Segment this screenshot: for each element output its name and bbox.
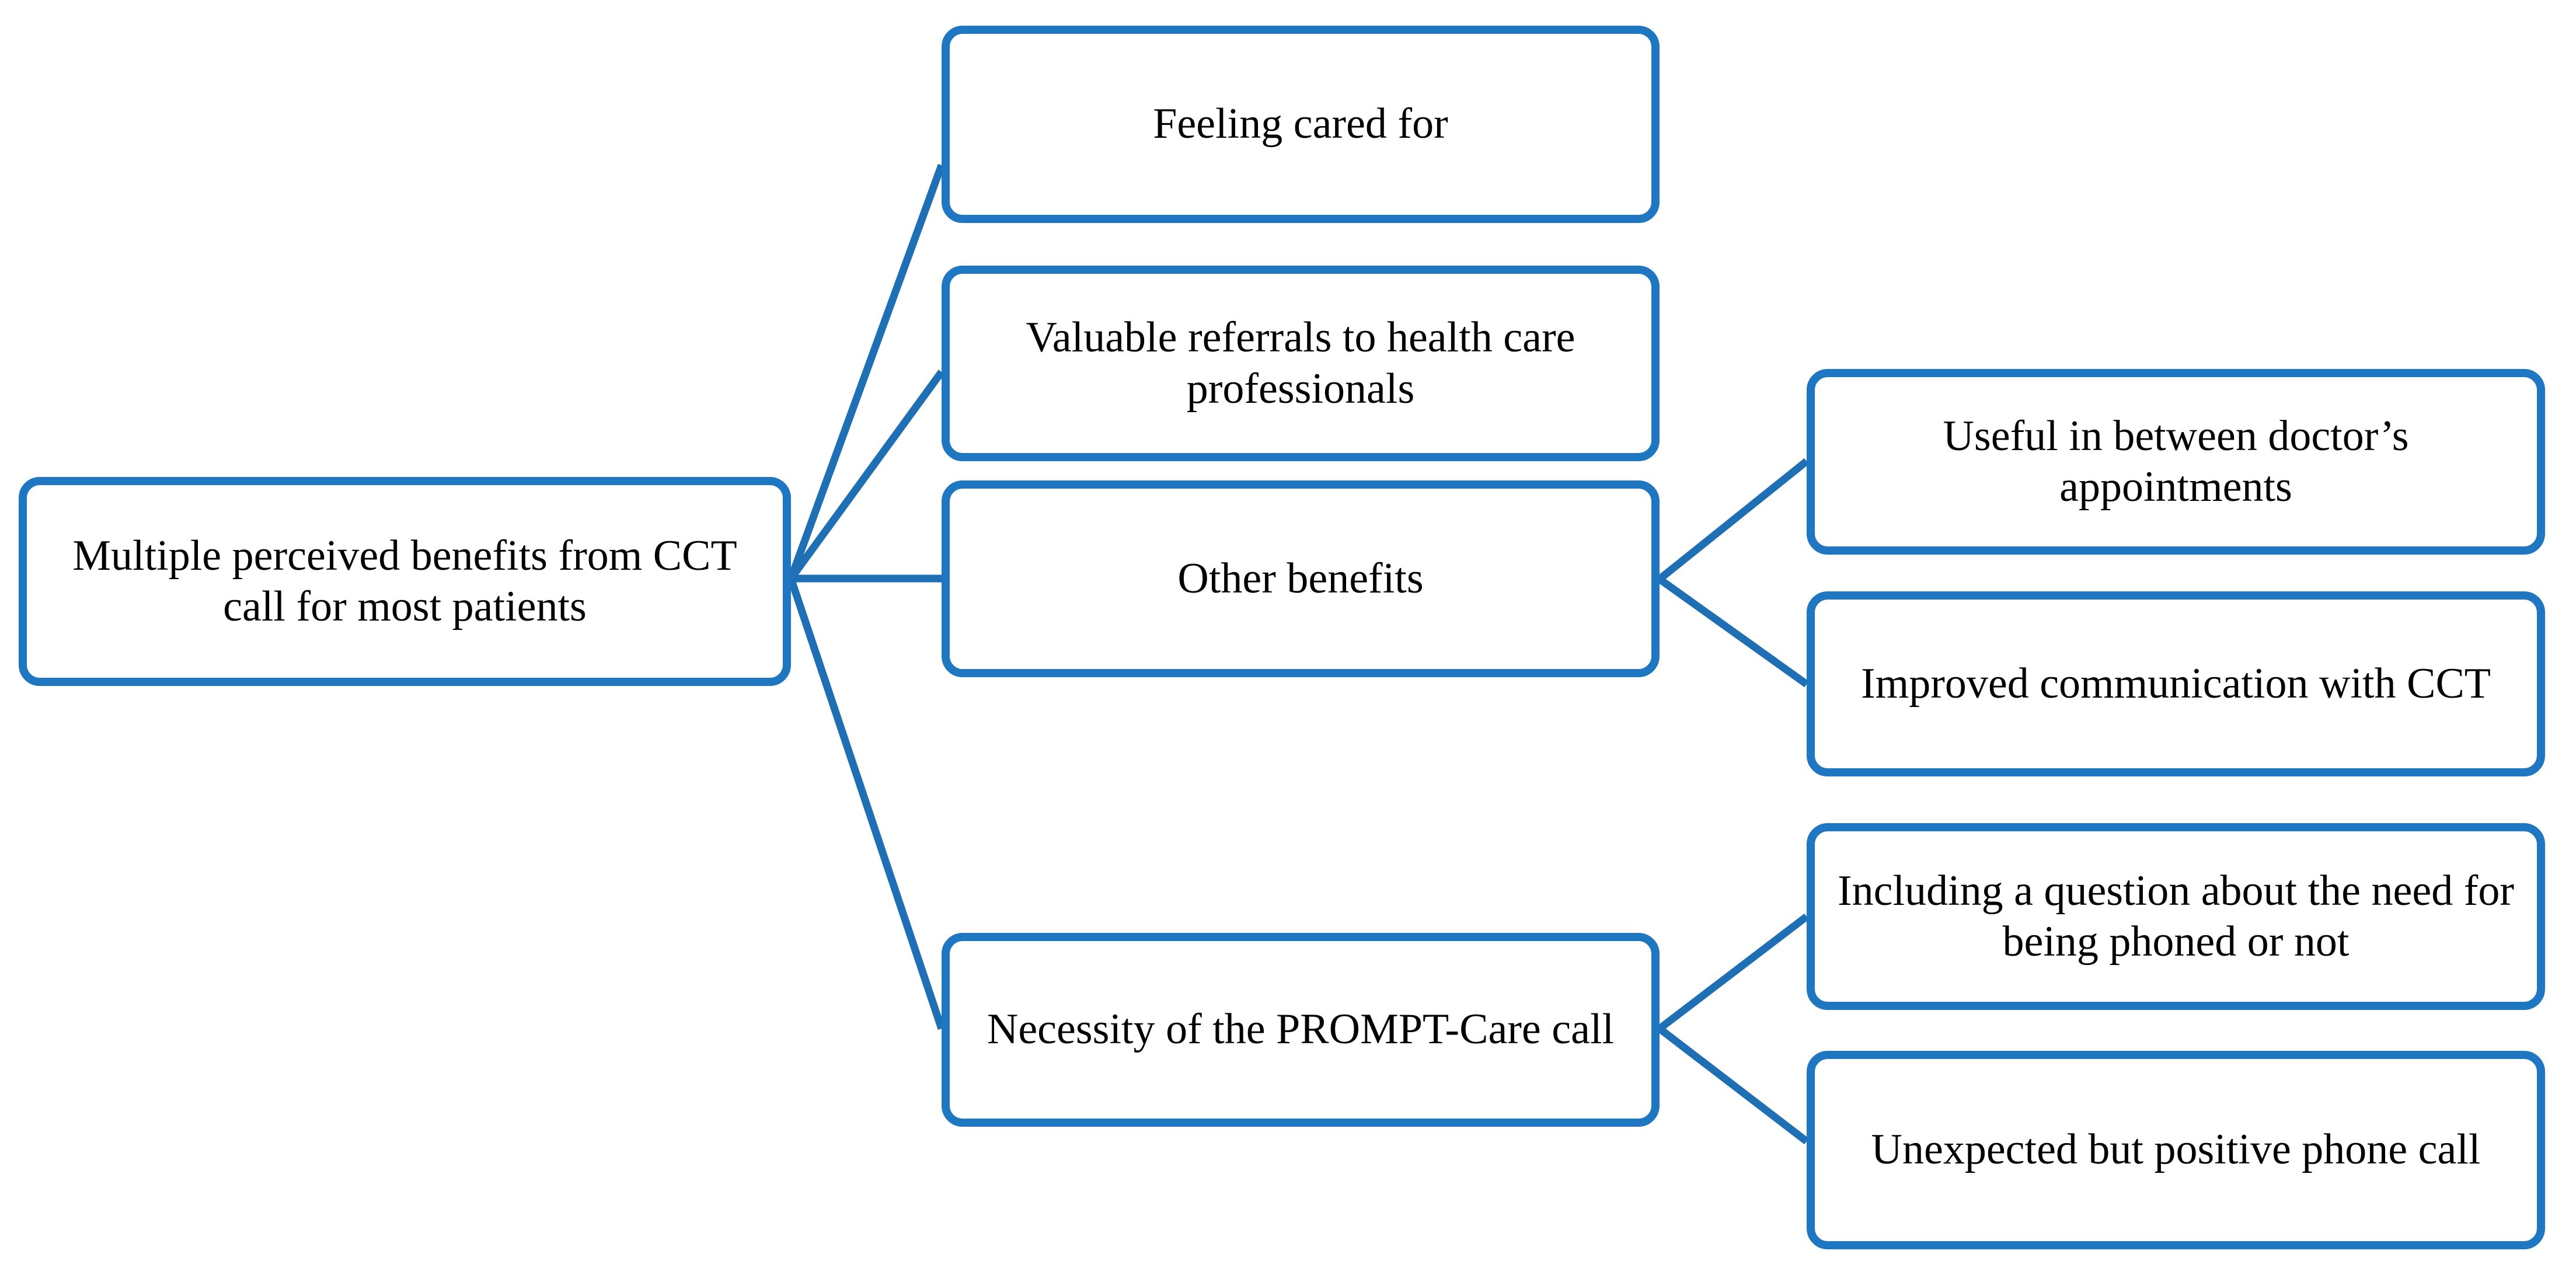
edge-necessity-to-unexpected [1657,1025,1809,1145]
node-valuable-referrals[interactable]: Valuable referrals to health care profes… [942,266,1660,461]
node-other-benefits-label: Other benefits [1177,554,1424,602]
node-feeling-cared-for-label: Feeling cared for [1153,100,1448,148]
edge-root-to-referrals [787,370,945,581]
node-necessity-prompt-care-call[interactable]: Necessity of the PROMPT-Care call [942,933,1660,1127]
edge-other-to-useful [1657,458,1810,583]
node-unexpected-positive-call-label: Unexpected but positive phone call [1871,1126,2481,1174]
node-other-benefits[interactable]: Other benefits [942,480,1660,677]
node-useful-between-appointments[interactable]: Useful in between doctor’s appointments [1807,369,2545,555]
node-useful-between-appointments-label: Useful in between doctor’s appointments [1943,412,2409,511]
edge-root-to-necessity [787,577,946,1030]
node-improved-communication[interactable]: Improved communication with CCT [1807,591,2545,776]
edge-necessity-to-question [1657,913,1809,1032]
node-root-label: Multiple perceived benefits from CCT cal… [72,531,737,630]
node-including-a-question[interactable]: Including a question about the need for … [1807,823,2545,1010]
node-necessity-prompt-care-call-label: Necessity of the PROMPT-Care call [987,1005,1615,1054]
node-improved-communication-label: Improved communication with CCT [1861,659,2491,708]
node-including-a-question-label: Including a question about the need for … [1838,866,2514,966]
node-root[interactable]: Multiple perceived benefits from CCT cal… [19,477,791,686]
node-unexpected-positive-call[interactable]: Unexpected but positive phone call [1807,1051,2545,1249]
node-valuable-referrals-label: Valuable referrals to health care profes… [1026,313,1575,413]
edge-root-to-feeling [787,163,946,580]
edge-other-to-improved [1657,576,1809,688]
node-feeling-cared-for[interactable]: Feeling cared for [942,26,1660,223]
